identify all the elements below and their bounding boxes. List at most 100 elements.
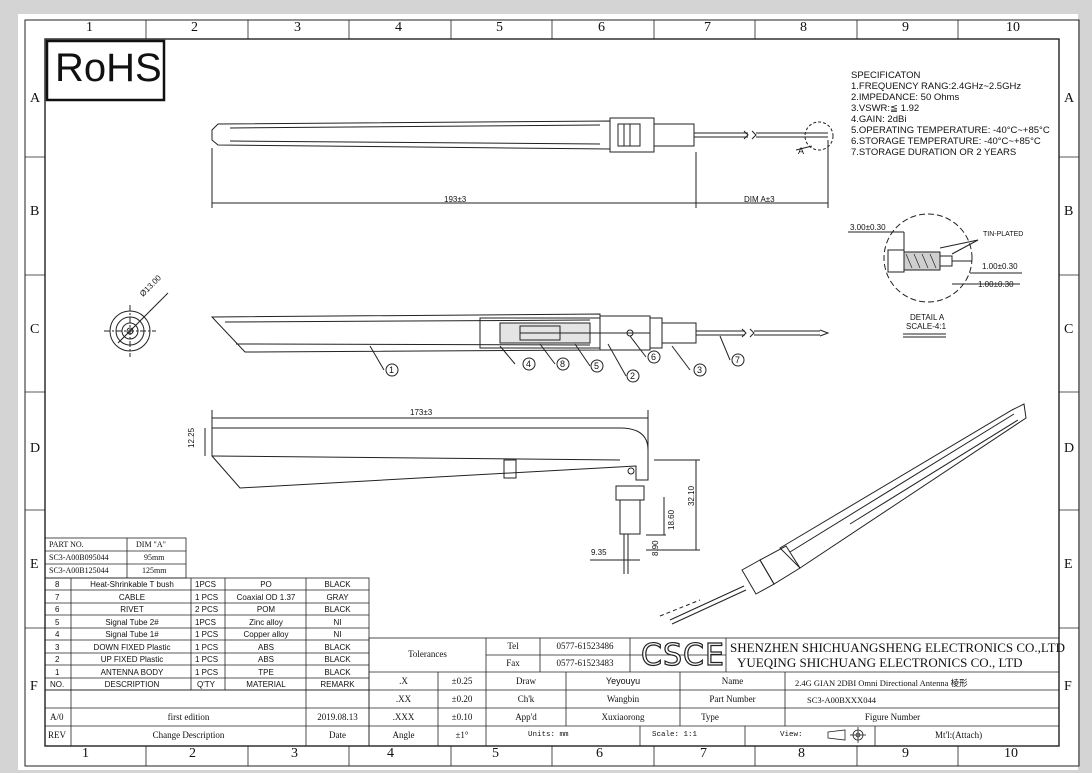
- bom-cell-desc: DOWN FIXED Plastic: [93, 643, 171, 652]
- tol-label: Angle: [392, 730, 415, 740]
- detail-title: DETAIL A: [910, 313, 945, 322]
- zone-row-a: A: [30, 91, 41, 106]
- bom-header-qty: Q'TY: [197, 680, 215, 689]
- dim-table-cell: 125mm: [142, 566, 167, 575]
- fax-label: Fax: [506, 658, 520, 668]
- zone-col-1-bottom: 1: [82, 746, 89, 761]
- check-value: Wangbin: [606, 694, 640, 704]
- zone-col-4-bottom: 4: [387, 746, 394, 761]
- bom-cell-desc: Heat-Shrinkable T bush: [90, 580, 174, 589]
- approve-value: Xuxiaorong: [601, 712, 645, 722]
- detail-scale: SCALE-4:1: [906, 322, 947, 331]
- bom-cell-qty: 1PCS: [195, 580, 216, 589]
- bom-cell-qty: 1 PCS: [195, 630, 219, 639]
- spec-line: 5.OPERATING TEMPERATURE: -40°C~+85°C: [851, 125, 1050, 136]
- bom-cell-qty: 1PCS: [195, 618, 216, 627]
- bom-cell-desc: UP FIXED Plastic: [100, 655, 164, 664]
- rev-date: 2019.08.13: [317, 712, 358, 722]
- zone-col-10: 10: [1006, 20, 1020, 35]
- zone-row-a-right: A: [1064, 91, 1075, 106]
- bom-cell-qty: 1 PCS: [195, 668, 219, 677]
- bom-header-no: NO.: [50, 680, 65, 689]
- draw-label: Draw: [516, 676, 536, 686]
- dim-height-18: 18.60: [667, 509, 676, 530]
- bom-cell-qty: 1 PCS: [195, 643, 219, 652]
- bom-cell-material: PO: [260, 580, 272, 589]
- bom-cell-qty: 1 PCS: [195, 593, 219, 602]
- bom-cell-qty: 2 PCS: [195, 605, 219, 614]
- bom-cell-remark: GRAY: [326, 593, 349, 602]
- bom-cell-remark: BLACK: [324, 668, 351, 677]
- bom-cell-desc: Signal Tube 1#: [105, 630, 159, 639]
- tol-value: ±0.20: [451, 694, 473, 704]
- tolerances-title: Tolerances: [408, 649, 447, 659]
- balloon-4: 4: [526, 359, 532, 369]
- dim-width-9: 9.35: [591, 548, 607, 557]
- zone-col-7: 7: [704, 20, 711, 35]
- bom-cell-desc: CABLE: [118, 593, 146, 602]
- bom-cell-material: POM: [256, 605, 276, 614]
- detail-a-view: [848, 213, 1022, 338]
- antenna-end-view: [104, 292, 169, 357]
- type-label: Type: [701, 712, 719, 722]
- zone-row-b: B: [30, 204, 40, 219]
- dim-length-main: 193±3: [444, 195, 467, 204]
- zone-col-1: 1: [86, 20, 93, 35]
- bom-cell-no: 4: [55, 630, 60, 639]
- balloon-5: 5: [594, 361, 600, 371]
- bom-cell-material: Zinc alloy: [249, 618, 283, 627]
- rev-desc-label: Change Description: [152, 730, 225, 740]
- fax-value: 0577-61523483: [556, 658, 614, 668]
- antenna-side-view: [211, 117, 834, 208]
- balloon-6: 6: [651, 352, 657, 362]
- tol-value: ±0.25: [451, 676, 473, 686]
- zone-col-5: 5: [496, 20, 503, 35]
- bom-cell-no: 7: [55, 593, 60, 602]
- zone-col-9: 9: [902, 20, 909, 35]
- zone-row-e: E: [30, 557, 39, 572]
- zone-col-8: 8: [800, 20, 807, 35]
- bom-cell-no: 1: [55, 668, 60, 677]
- dim-table-cell: SC3-A00B095044: [49, 553, 109, 562]
- dim-table-header-part: PART NO.: [49, 540, 84, 549]
- tol-label: .XXX: [392, 712, 415, 722]
- bom-header-desc: DESCRIPTION: [104, 680, 160, 689]
- dim-table-cell: SC3-A00B125044: [49, 566, 109, 575]
- zone-row-f-right: F: [1064, 679, 1072, 694]
- bom-cell-desc: RIVET: [120, 605, 144, 614]
- zone-col-4: 4: [395, 20, 402, 35]
- bom-cell-remark: BLACK: [324, 643, 351, 652]
- rohs-logo-frame: [45, 39, 166, 102]
- spec-line: 1.FREQUENCY RANG:2.4GHz~2.5GHz: [851, 81, 1022, 92]
- part-value: SC3-A00BXXX044: [807, 695, 876, 705]
- detail-dim-2: 1.00±0.30: [978, 280, 1014, 289]
- bom-cell-remark: BLACK: [324, 580, 351, 589]
- zone-col-6-bottom: 6: [596, 746, 603, 761]
- company-name-1: SHENZHEN SHICHUANGSHENG ELECTRONICS CO.,…: [730, 640, 1065, 655]
- figure-number-label: Figure Number: [864, 712, 921, 722]
- zone-row-f: F: [30, 679, 38, 694]
- dim-height-32: 32.10: [687, 485, 696, 506]
- dim-height-8: 8.90: [651, 540, 660, 556]
- bom-cell-no: 6: [55, 605, 60, 614]
- bom-cell-material: ABS: [257, 655, 274, 664]
- check-label: Ch'k: [517, 694, 535, 704]
- bom-cell-no: 2: [55, 655, 60, 664]
- spec-title: SPECIFICATON: [851, 70, 921, 81]
- tol-label: .XX: [395, 694, 412, 704]
- part-label: Part Number: [709, 694, 756, 704]
- zone-row-d: D: [30, 441, 41, 456]
- zone-col-2-bottom: 2: [189, 746, 196, 761]
- units-label: Units: mm: [528, 731, 569, 739]
- bom-cell-desc: ANTENNA BODY: [100, 668, 164, 677]
- bom-header-remark: REMARK: [320, 680, 355, 689]
- bom-cell-remark: NI: [333, 618, 342, 627]
- zone-col-2: 2: [191, 20, 198, 35]
- dim-table-header-dim: DIM "A": [136, 540, 166, 549]
- title-block-grid: [44, 637, 1060, 747]
- dim-a: DIM A±3: [744, 195, 775, 204]
- balloon-3: 3: [697, 365, 703, 375]
- bom-cell-material: Coaxial OD 1.37: [236, 593, 296, 602]
- bom-cell-desc: Signal Tube 2#: [105, 618, 159, 627]
- name-value: 2.4G GIAN 2DBI Omni Directional Antenna …: [795, 678, 968, 688]
